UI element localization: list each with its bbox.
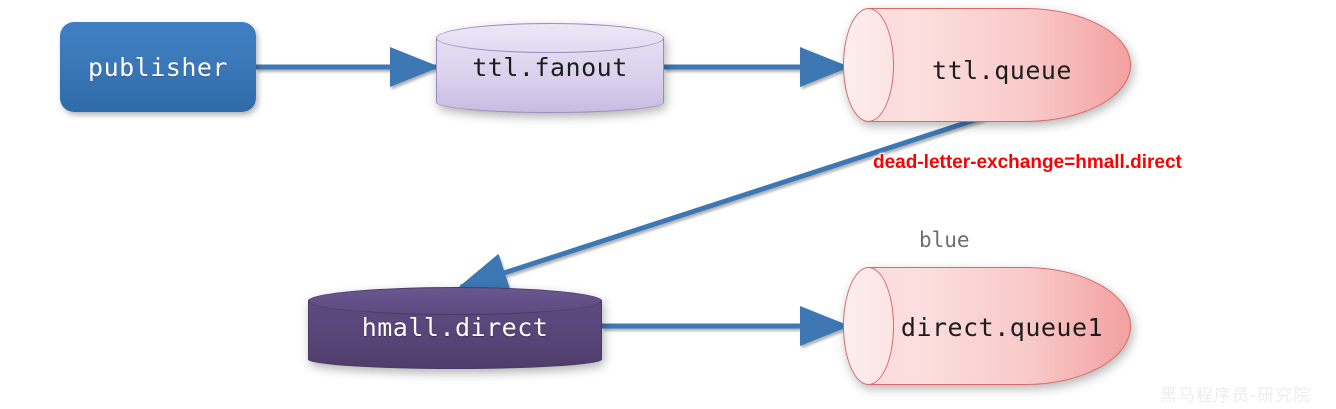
- node-direct-queue1[interactable]: direct.queue1: [843, 267, 1131, 385]
- node-ttl-queue[interactable]: ttl.queue: [843, 8, 1131, 122]
- node-ttl-fanout-label: ttl.fanout: [472, 53, 628, 82]
- node-publisher-label: publisher: [88, 52, 228, 82]
- ttl-queue-cylinder-body: [867, 8, 1131, 122]
- annotation-routing-key-blue: blue: [919, 228, 970, 252]
- edge-ttl-queue-to-hmall-direct: [457, 114, 985, 292]
- annotation-dead-letter-exchange: dead-letter-exchange=hmall.direct: [873, 152, 1182, 173]
- direct-queue1-cylinder-body: [867, 267, 1131, 385]
- ttl-queue-cylinder-cap: [843, 8, 894, 122]
- ttl-fanout-cylinder-top: [436, 23, 664, 53]
- node-ttl-fanout[interactable]: ttl.fanout: [436, 23, 664, 113]
- node-hmall-direct[interactable]: hmall.direct: [308, 287, 602, 369]
- node-direct-queue1-label: direct.queue1: [900, 313, 1104, 342]
- node-ttl-queue-label: ttl.queue: [932, 56, 1072, 85]
- watermark-text: 黑马程序员-研究院: [1160, 386, 1312, 406]
- direct-queue1-cylinder-cap: [843, 267, 894, 385]
- node-hmall-direct-label: hmall.direct: [361, 313, 549, 342]
- node-publisher[interactable]: publisher: [60, 22, 256, 112]
- hmall-direct-cylinder-top: [308, 287, 602, 315]
